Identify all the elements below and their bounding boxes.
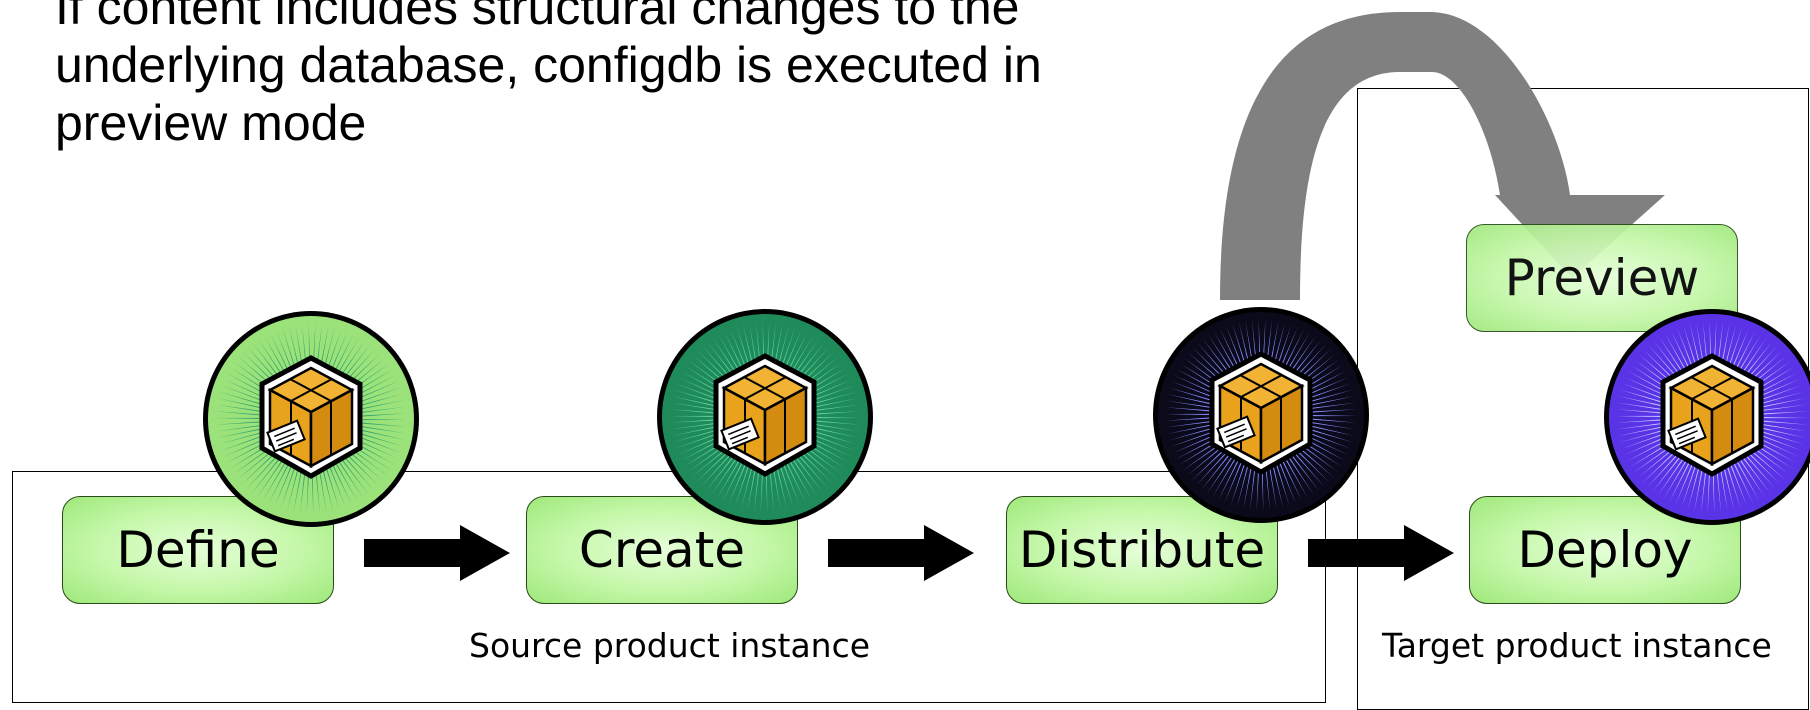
stage-define-label: Define [116, 521, 280, 579]
stage-create-label: Create [578, 521, 746, 579]
stage-preview-label: Preview [1504, 249, 1700, 307]
flow-arrow-icon [1308, 525, 1454, 581]
package-icon [1150, 304, 1372, 526]
source-instance-label: Source product instance [469, 626, 871, 665]
package-icon [200, 308, 422, 530]
package-icon [1601, 306, 1810, 528]
stage-deploy-label: Deploy [1517, 521, 1693, 579]
target-instance-label: Target product instance [1382, 626, 1772, 665]
stage-distribute-label: Distribute [1018, 521, 1266, 579]
package-icon [654, 306, 876, 528]
flow-arrow-icon [828, 525, 974, 581]
flow-arrow-icon [364, 525, 510, 581]
intro-text: If content includes structural changes t… [55, 0, 1042, 151]
